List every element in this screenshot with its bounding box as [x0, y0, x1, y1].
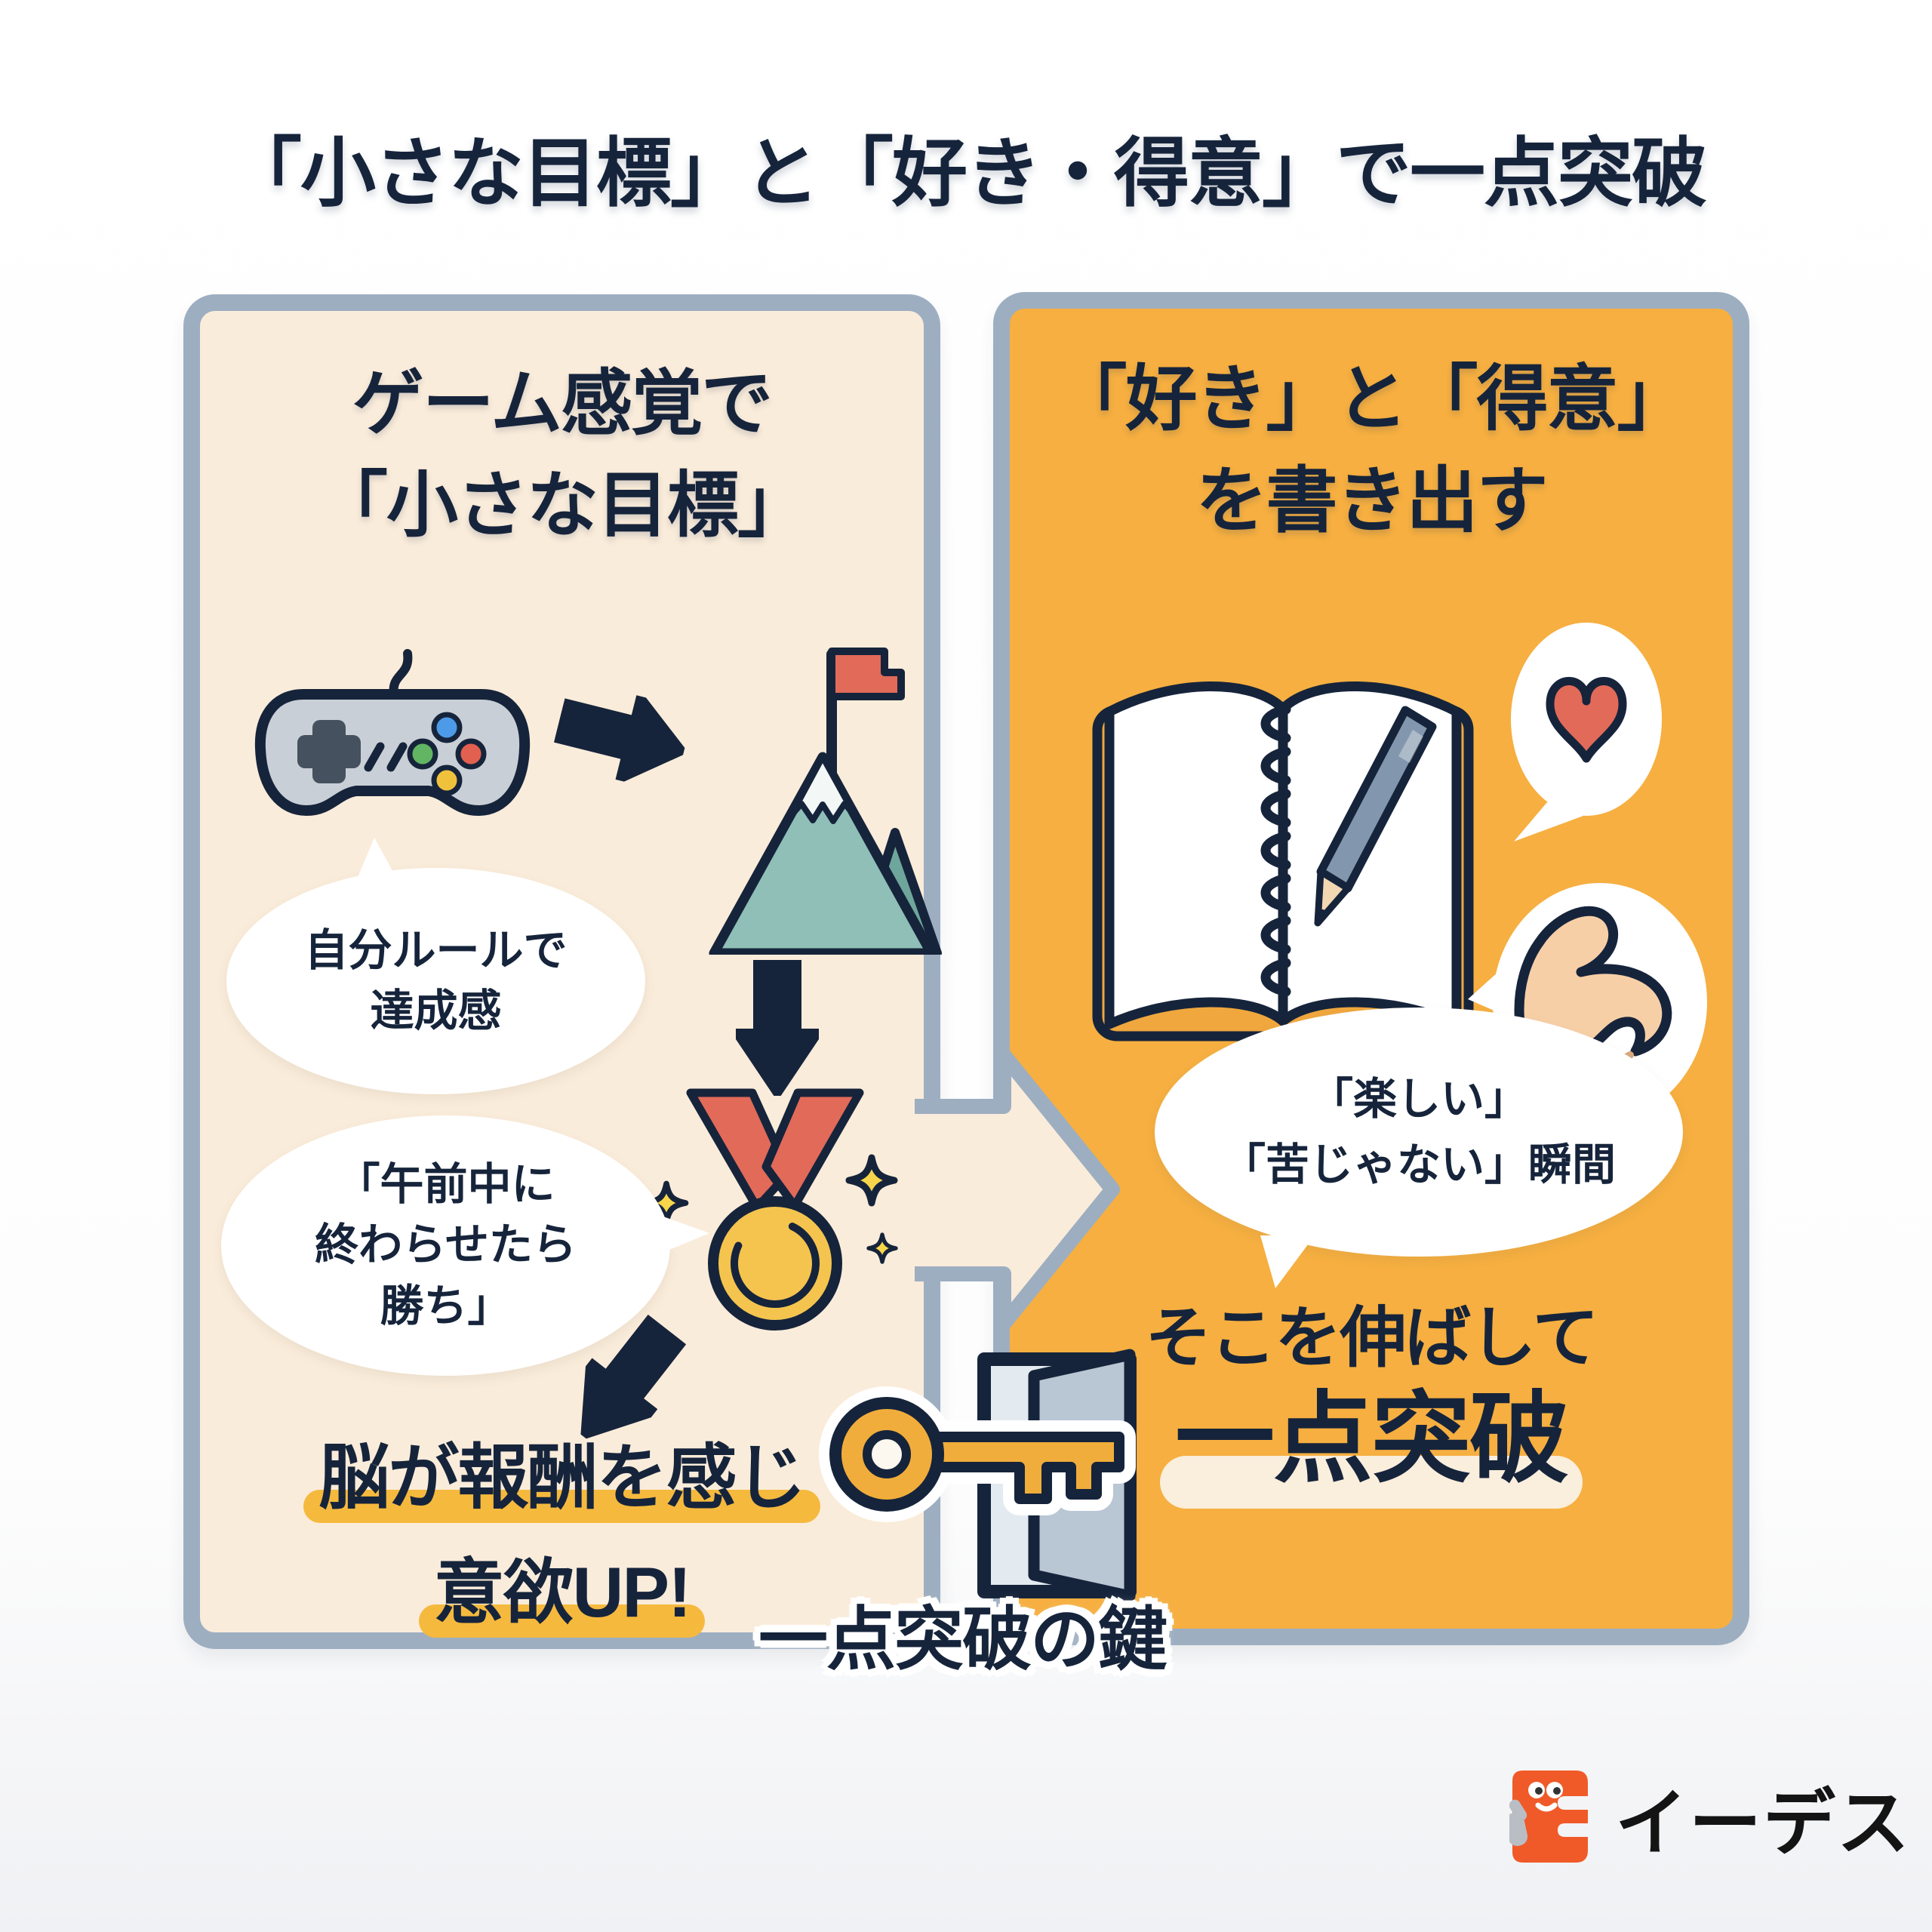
right-heading-line2: を書き出す: [1195, 460, 1548, 541]
heart-icon: [1511, 623, 1662, 841]
bubble-tail: [355, 838, 400, 884]
left-result-line1: 脳が報酬を感じ: [303, 1420, 820, 1523]
key-caption: 一点突破の鍵: [758, 1601, 1168, 1678]
highlight-bar: [1160, 1456, 1583, 1509]
right-result-line1: そこを伸ばして: [1145, 1300, 1598, 1375]
left-panel-heading: ゲーム感覚で 「小さな目標」: [183, 353, 940, 557]
right-result-line2: 一点突破: [993, 1358, 1749, 1509]
bubble-win-line3: 勝ち」: [380, 1281, 512, 1331]
page-title: 「小さな目標」と「好き・得意」で一点突破: [226, 131, 1707, 216]
game-controller-icon: [254, 649, 531, 816]
left-result-line2: 意欲UP!: [418, 1535, 706, 1638]
arrow-down-left-icon: [549, 1304, 700, 1466]
left-result: 脳が報酬を感じ 意欲UP!: [183, 1420, 940, 1638]
brand-logo-icon: [1509, 1770, 1588, 1863]
bubble-moment-line2: 「苦じゃない」瞬間: [1221, 1140, 1616, 1189]
big-arrow-icon: [915, 1048, 1120, 1331]
highlight-bar: [303, 1490, 820, 1523]
speech-bubble-own-rules: 自分ルールで 達成感: [226, 838, 645, 1094]
arrow-right-icon: [548, 678, 694, 798]
bubble-own-rules-line2: 達成感: [370, 986, 502, 1035]
brand-logo: イーデス: [1509, 1764, 1911, 1869]
bubble-tail: [655, 1214, 709, 1256]
bubble-tail: [1260, 1235, 1315, 1288]
bubble-win-line2: 終わらせたら: [315, 1220, 577, 1270]
right-heading-line1: 「好き」と「得意」: [1055, 359, 1688, 439]
right-panel-heading: 「好き」と「得意」 を書き出す: [993, 349, 1749, 552]
speech-bubble-moment: 「楽しい」 「苦じゃない」瞬間: [1155, 1008, 1683, 1288]
left-heading-line1: ゲーム感覚で: [352, 364, 773, 444]
bubble-moment-line1: 「楽しい」: [1309, 1075, 1528, 1124]
medal-icon: [645, 1088, 898, 1331]
bubble-own-rules-line1: 自分ルールで: [304, 925, 568, 975]
bubble-win-line1: 「午前中に: [336, 1160, 555, 1210]
mountain-flag-icon: [709, 648, 942, 955]
right-result-highlight-line: 一点突破: [1160, 1358, 1583, 1509]
arrow-down-icon: [736, 960, 819, 1096]
key-icon: [819, 1386, 1136, 1522]
speech-bubble-win: 「午前中に 終わらせたら 勝ち」: [221, 1115, 709, 1376]
notebook-pen-icon: [1092, 681, 1474, 1041]
highlight-bar: [418, 1604, 706, 1638]
left-heading-line2: 「小さな目標」: [315, 465, 809, 546]
brand-name: イーデス: [1615, 1783, 1911, 1864]
